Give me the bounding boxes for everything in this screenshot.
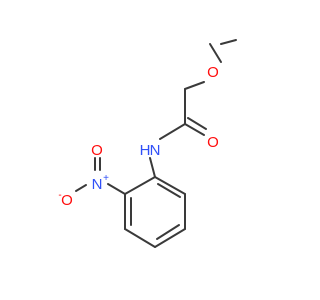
bond-oxygen-ch2 xyxy=(184,81,205,90)
bond-carbonyl-nitrogen xyxy=(159,123,186,140)
ring-inner-bond-1 xyxy=(157,183,181,198)
nitrogen-nitro-label: N xyxy=(92,176,103,193)
bond-ring-nitro xyxy=(107,183,126,195)
bond-nitro-oxygen-left xyxy=(75,184,87,192)
nitrogen-amide-label: N xyxy=(150,142,161,159)
ring-bond-4 xyxy=(124,228,156,248)
bond-nitrogen-ring xyxy=(149,157,156,178)
ring-bond-3 xyxy=(154,228,186,248)
oxygen-nitro-top-label: O xyxy=(91,142,103,159)
bond-methyl-end xyxy=(220,39,237,45)
atom-labels: O O N H N + O O - xyxy=(58,64,219,209)
oxygen-carbonyl-label: O xyxy=(207,134,219,151)
structure-canvas: O O N H N + O O - xyxy=(58,39,237,248)
bond-carbonyl-double-b xyxy=(187,117,207,130)
bonds xyxy=(75,39,237,248)
ring-bond-1 xyxy=(154,176,186,195)
nitro-minus-charge: - xyxy=(58,190,61,201)
oxygen-ether-label: O xyxy=(207,64,219,81)
ring-inner-bond-2 xyxy=(156,224,180,240)
hydrogen-amide-label: H xyxy=(140,142,151,159)
molecule-diagram: O O N H N + O O - xyxy=(58,39,237,248)
ring-bond-6 xyxy=(124,176,156,195)
nitro-plus-charge: + xyxy=(103,173,109,184)
bond-carbonyl-double-a xyxy=(184,123,205,136)
bond-methyl-oxygen xyxy=(209,43,222,63)
oxygen-nitro-left-label: O xyxy=(61,192,73,209)
